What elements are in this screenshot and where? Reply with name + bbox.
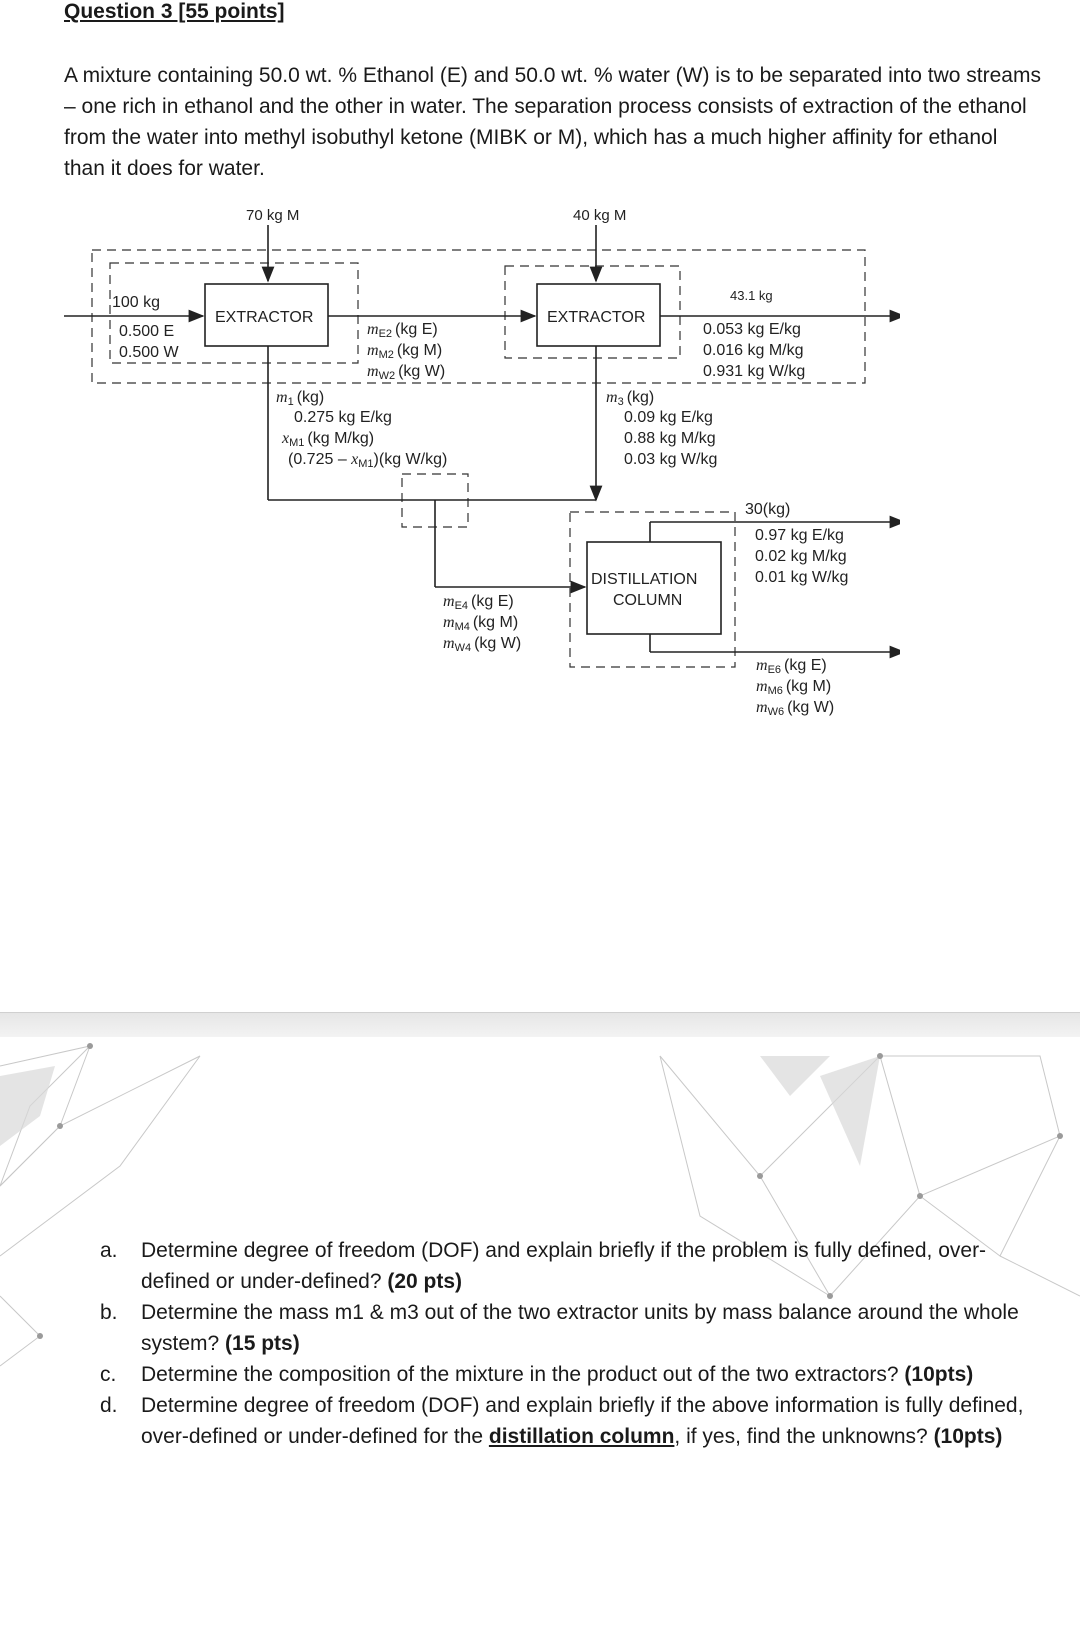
svg-text:0.03 kg W/kg: 0.03 kg W/kg — [624, 451, 717, 468]
svg-text:mW2(kg W): mW2(kg W) — [367, 363, 445, 382]
svg-text:mE6(kg E): mE6(kg E) — [756, 657, 827, 676]
stream-1-labels: m1(kg) 0.275 kg E/kg xM1(kg M/kg) (0.725… — [276, 389, 447, 470]
extractor-2 — [536, 283, 661, 347]
svg-text:mE2(kg E): mE2(kg E) — [367, 321, 438, 340]
feed-ethanol-fraction: 0.500 E — [119, 323, 174, 340]
svg-text:m3(kg): m3(kg) — [606, 389, 654, 408]
question-list: a.Determine degree of freedom (DOF) and … — [100, 1235, 1040, 1452]
extractor-1 — [204, 283, 329, 347]
svg-text:0.97 kg E/kg: 0.97 kg E/kg — [755, 527, 844, 544]
svg-text:0.09 kg E/kg: 0.09 kg E/kg — [624, 409, 713, 426]
svg-text:DISTILLATION: DISTILLATION — [591, 571, 697, 588]
svg-text:0.02 kg M/kg: 0.02 kg M/kg — [755, 548, 847, 565]
svg-text:mE4(kg E): mE4(kg E) — [443, 593, 514, 612]
svg-text:mM4(kg M): mM4(kg M) — [443, 614, 518, 633]
svg-text:mM2(kg M): mM2(kg M) — [367, 342, 442, 361]
stream-6-labels: mE6(kg E) mM6(kg M) mW6(kg W) — [756, 657, 834, 718]
feed-water-fraction: 0.500 W — [119, 344, 179, 361]
product-water-fraction: 0.931 kg W/kg — [703, 363, 805, 380]
solvent-1-label: 70 kg M — [246, 207, 299, 224]
svg-text:mM6(kg M): mM6(kg M) — [756, 678, 831, 697]
product-mass: 43.1 kg — [730, 288, 773, 303]
distillation-column — [586, 541, 722, 635]
question-b: b.Determine the mass m1 & m3 out of the … — [100, 1301, 1019, 1355]
decorative-polygon-background — [0, 1043, 1080, 1367]
product-mibk-fraction: 0.016 kg M/kg — [703, 342, 804, 359]
solvent-2-label: 40 kg M — [573, 207, 626, 224]
question-c: c.Determine the composition of the mixtu… — [100, 1363, 974, 1386]
stream-5-labels: 30(kg) 0.97 kg E/kg 0.02 kg M/kg 0.01 kg… — [745, 501, 848, 586]
product-ethanol-fraction: 0.053 kg E/kg — [703, 321, 801, 338]
process-flow-diagram: 70 kg M 40 kg M EXTRACTOR EXTRACTOR 100 … — [64, 207, 900, 718]
svg-text:COLUMN: COLUMN — [613, 592, 682, 609]
svg-text:EXTRACTOR: EXTRACTOR — [215, 309, 313, 326]
feed-mass: 100 kg — [112, 294, 160, 311]
svg-text:0.275 kg E/kg: 0.275 kg E/kg — [294, 409, 392, 426]
svg-text:mW4(kg W): mW4(kg W) — [443, 635, 521, 654]
svg-text:m1(kg): m1(kg) — [276, 389, 324, 408]
problem-statement: A mixture containing 50.0 wt. % Ethanol … — [64, 64, 1041, 180]
svg-text:EXTRACTOR: EXTRACTOR — [547, 309, 645, 326]
svg-text:0.01 kg W/kg: 0.01 kg W/kg — [755, 569, 848, 586]
stream-3-labels: m3(kg) 0.09 kg E/kg 0.88 kg M/kg 0.03 kg… — [606, 389, 717, 468]
svg-text:30(kg): 30(kg) — [745, 501, 790, 518]
question-title: Question 3 [55 points] — [64, 0, 285, 23]
stream-2-labels: mE2(kg E) mM2(kg M) mW2(kg W) — [367, 321, 445, 382]
svg-text:mW6(kg W): mW6(kg W) — [756, 699, 834, 718]
stream-4-labels: mE4(kg E) mM4(kg M) mW4(kg W) — [443, 593, 521, 654]
svg-text:(0.725 – xM1)(kg W/kg): (0.725 – xM1)(kg W/kg) — [288, 451, 447, 470]
question-a: a.Determine degree of freedom (DOF) and … — [100, 1239, 987, 1293]
page-divider — [0, 1012, 1080, 1037]
question-d: d.Determine degree of freedom (DOF) and … — [100, 1394, 1024, 1448]
svg-text:xM1(kg M/kg): xM1(kg M/kg) — [281, 430, 374, 449]
svg-text:0.88 kg M/kg: 0.88 kg M/kg — [624, 430, 716, 447]
